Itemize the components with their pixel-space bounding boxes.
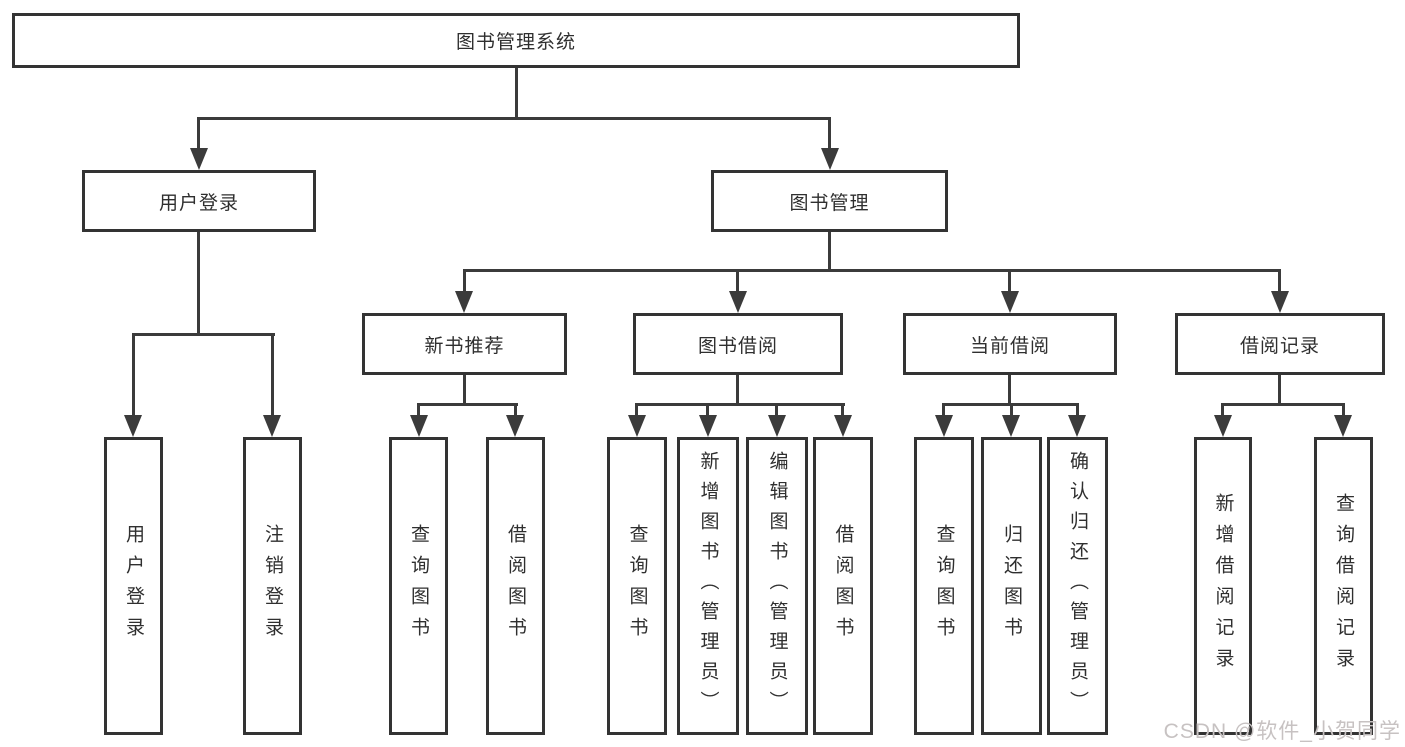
arrow-down-icon [1214, 415, 1232, 437]
leaf-label: 新增图书（管理员） [697, 451, 719, 721]
connector-line [1221, 403, 1224, 415]
arrow-down-icon [834, 415, 852, 437]
leaf-label: 借阅图书 [832, 524, 854, 648]
connector-line [635, 403, 845, 406]
arrow-down-icon [455, 291, 473, 313]
connector-line [197, 117, 200, 148]
arrow-down-icon [1334, 415, 1352, 437]
arrow-down-icon [1068, 415, 1086, 437]
arrow-down-icon [821, 148, 839, 170]
watermark: CSDN @软件_小贺同学 [1163, 720, 1401, 743]
connector-line [942, 403, 945, 415]
connector-line [1076, 403, 1079, 415]
arrow-down-icon [1271, 291, 1289, 313]
connector-line [271, 333, 274, 415]
leaf-query-book: 查询图书 [607, 437, 667, 735]
connector-line [514, 403, 517, 415]
leaf-label: 确认归还（管理员） [1067, 451, 1088, 721]
leaf-confirm-return-admin: 确认归还（管理员） [1047, 437, 1108, 735]
connector-line [463, 269, 466, 291]
leaf-user-login: 用户登录 [104, 437, 163, 735]
book-management-node: 图书管理 [711, 170, 948, 232]
leaf-label: 编辑图书（管理员） [766, 451, 788, 721]
connector-line [1010, 403, 1013, 415]
connector-line [736, 269, 739, 291]
borrow-records-node: 借阅记录 [1175, 313, 1385, 375]
connector-line [706, 403, 709, 415]
arrow-down-icon [628, 415, 646, 437]
connector-line [463, 269, 1281, 272]
leaf-label: 查询图书 [626, 524, 648, 648]
leaf-label: 查询图书 [408, 524, 429, 648]
arrow-down-icon [1002, 415, 1020, 437]
arrow-down-icon [410, 415, 428, 437]
arrow-down-icon [1001, 291, 1019, 313]
leaf-label: 新增借阅记录 [1212, 493, 1234, 679]
leaf-borrow-book: 借阅图书 [813, 437, 873, 735]
connector-line [828, 117, 831, 148]
connector-line [1278, 375, 1281, 406]
connector-line [841, 403, 844, 415]
leaf-label: 用户登录 [123, 524, 144, 648]
connector-line [132, 333, 275, 336]
leaf-query-book: 查询图书 [389, 437, 448, 735]
arrow-down-icon [124, 415, 142, 437]
new-book-recommend-node: 新书推荐 [362, 313, 567, 375]
arrow-down-icon [699, 415, 717, 437]
book-borrow-node: 图书借阅 [633, 313, 843, 375]
arrow-down-icon [506, 415, 524, 437]
leaf-logout-login: 注销登录 [243, 437, 302, 735]
connector-line [635, 403, 638, 415]
leaf-edit-book-admin: 编辑图书（管理员） [746, 437, 808, 735]
leaf-label: 查询图书 [933, 524, 955, 648]
arrow-down-icon [190, 148, 208, 170]
leaf-add-borrow-record: 新增借阅记录 [1194, 437, 1252, 735]
leaf-query-book: 查询图书 [914, 437, 974, 735]
connector-line [1008, 375, 1011, 406]
leaf-borrow-book: 借阅图书 [486, 437, 545, 735]
leaf-return-book: 归还图书 [981, 437, 1042, 735]
connector-line [1278, 269, 1281, 291]
leaf-label: 借阅图书 [505, 524, 526, 648]
connector-line [132, 333, 135, 415]
connector-line [197, 232, 200, 336]
arrow-down-icon [768, 415, 786, 437]
leaf-label: 归还图书 [1001, 524, 1022, 648]
system-root-node: 图书管理系统 [12, 13, 1020, 68]
leaf-label: 注销登录 [262, 524, 283, 648]
connector-line [1221, 403, 1345, 406]
connector-line [1008, 269, 1011, 291]
arrow-down-icon [263, 415, 281, 437]
user-login-node: 用户登录 [82, 170, 316, 232]
connector-line [1342, 403, 1345, 415]
leaf-add-book-admin: 新增图书（管理员） [677, 437, 739, 735]
leaf-query-borrow-record: 查询借阅记录 [1314, 437, 1373, 735]
arrow-down-icon [935, 415, 953, 437]
connector-line [775, 403, 778, 415]
connector-line [417, 403, 518, 406]
connector-line [463, 375, 466, 406]
connector-line [515, 68, 518, 120]
current-borrow-node: 当前借阅 [903, 313, 1117, 375]
leaf-label: 查询借阅记录 [1333, 493, 1354, 679]
connector-line [736, 375, 739, 406]
connector-line [197, 117, 831, 120]
connector-line [828, 232, 831, 272]
arrow-down-icon [729, 291, 747, 313]
connector-line [417, 403, 420, 415]
